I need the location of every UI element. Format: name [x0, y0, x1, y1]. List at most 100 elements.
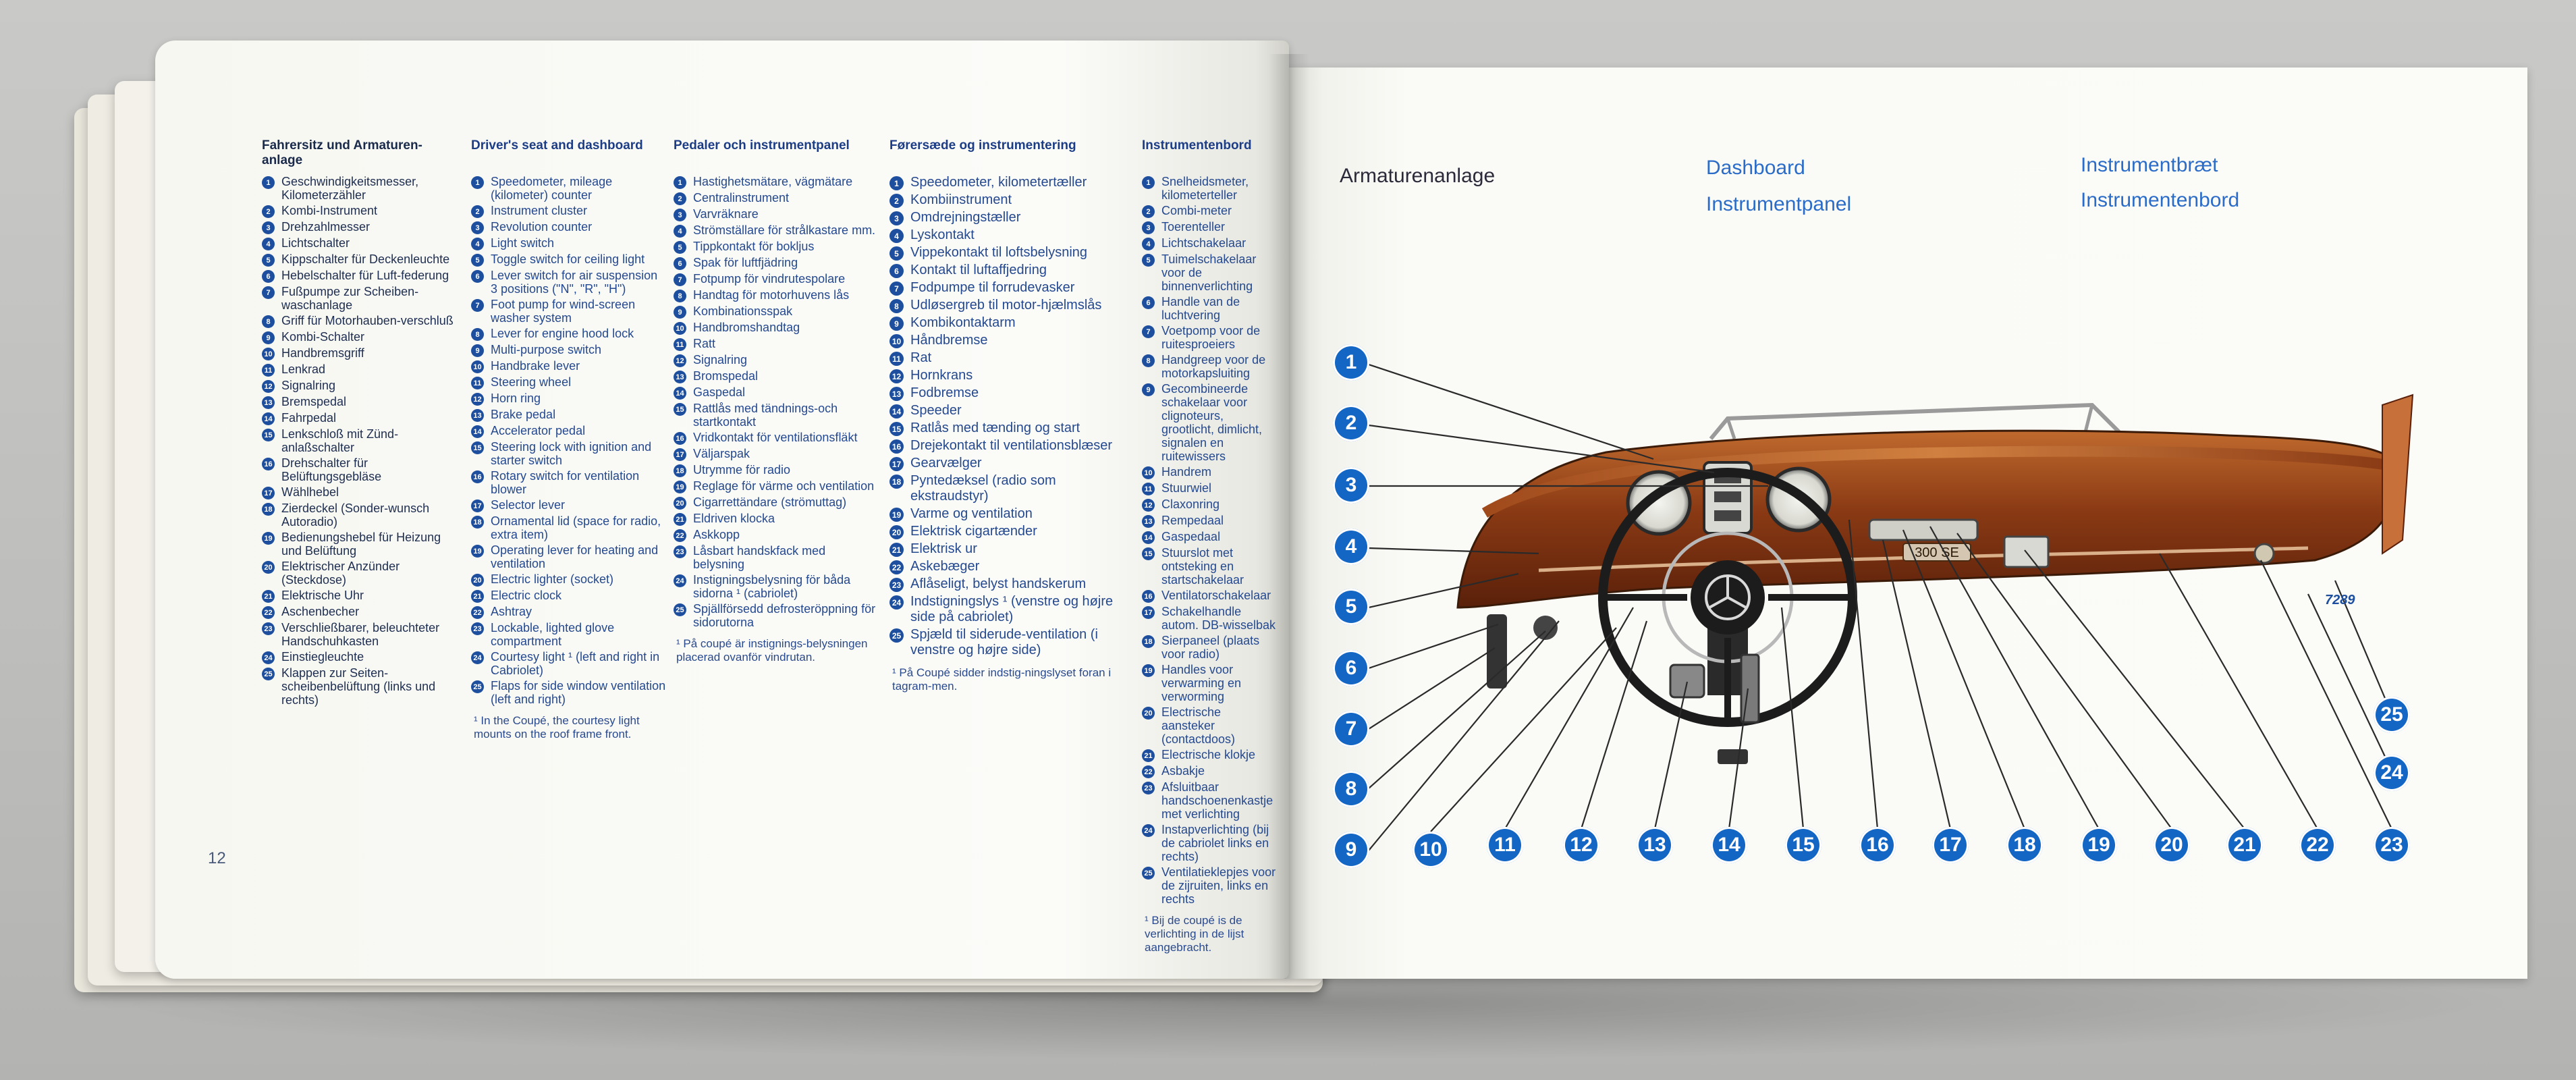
legend-text: Bremspedal [281, 395, 347, 408]
legend-number: 15 [674, 403, 686, 416]
legend-number: 17 [262, 487, 275, 500]
legend-number: 1 [471, 176, 484, 189]
legend-text: Tippkontakt för bokljus [693, 240, 815, 253]
legend-number: 6 [1142, 296, 1155, 309]
legend-number: 21 [674, 513, 686, 526]
legend-text: Hornkrans [910, 368, 973, 383]
legend-text: Revolution counter [491, 220, 593, 234]
callout-7: 7 [1333, 711, 1369, 747]
legend-text: Fodpumpe til forrudevasker [910, 280, 1075, 295]
legend-number: 2 [1142, 205, 1155, 218]
legend-text: Sierpaneel (plaats voor radio) [1161, 634, 1260, 661]
legend-number: 9 [1142, 383, 1155, 396]
legend-text: Flaps for side window ventilation (left … [491, 679, 666, 706]
legend-text: Toerenteller [1161, 220, 1226, 234]
legend-text: Utrymme för radio [693, 463, 791, 477]
legend-number: 1 [262, 176, 275, 189]
legend-number: 7 [889, 281, 904, 296]
legend-text: Tuimelschakelaar voor de binnenverlichti… [1161, 252, 1257, 293]
legend-text: Lever switch for air suspension 3 positi… [491, 269, 658, 296]
legend-text: Varvräknare [693, 207, 759, 221]
legend-text: Bedienungshebel für Heizung und Belüftun… [281, 531, 441, 558]
legend-text: Verschließbarer, beleuchteter Handschuhk… [281, 621, 440, 648]
legend-text: Handbromshandtag [693, 321, 800, 334]
legend-number: 14 [471, 425, 484, 438]
legend-text: Askebæger [910, 559, 980, 574]
legend-text: Lenkschloß mit Zünd-anlaßschalter [281, 427, 399, 454]
callout-1: 1 [1333, 344, 1369, 381]
column-heading: Instrumentenbord [1142, 138, 1252, 153]
legend-text: Schakelhandle autom. DB-wisselbak [1161, 605, 1276, 632]
legend-text: Handrem [1161, 465, 1212, 479]
legend-text: Zierdeckel (Sonder-wunsch Autoradio) [281, 502, 430, 529]
legend-text: Väljarspak [693, 447, 750, 460]
legend-number: 19 [674, 481, 686, 493]
legend-text: Steering lock with ignition and starter … [491, 440, 652, 467]
legend-text: Kontakt til luftaffjedring [910, 263, 1047, 277]
legend-text: Hebelschalter für Luft-federung [281, 269, 449, 282]
legend-text: Light switch [491, 236, 555, 250]
legend-number: 25 [674, 603, 686, 616]
legend-number: 11 [1142, 483, 1155, 495]
legend-number: 3 [262, 221, 275, 234]
legend-number: 16 [674, 432, 686, 445]
legend-number: 6 [674, 257, 686, 270]
legend-text: Udløsergreb til motor-hjælmslås [910, 298, 1102, 313]
legend-text: Steering wheel [491, 375, 572, 389]
legend-number: 23 [262, 622, 275, 635]
legend-text: Speedometer, kilometertæller [910, 175, 1087, 190]
legend-number: 23 [889, 578, 904, 592]
legend-text: Rattlås med tändnings-och startkontakt [693, 402, 838, 429]
legend-text: Kombiinstrument [910, 192, 1012, 207]
legend-number: 7 [674, 273, 686, 286]
legend-text: Electrische aansteker (contactdoos) [1161, 705, 1236, 746]
legend-number: 8 [262, 315, 275, 328]
legend-number: 25 [262, 668, 275, 680]
legend-text: Instrument cluster [491, 204, 588, 217]
legend-text: Foot pump for wind-screen washer system [491, 298, 636, 325]
legend-text: Lenkrad [281, 362, 326, 376]
legend-text: Rempedaal [1161, 514, 1224, 527]
legend-number: 3 [471, 221, 484, 234]
legend-text: Asbakje [1161, 764, 1205, 778]
callout-12: 12 [1563, 827, 1599, 863]
legend-text: Kippschalter für Deckenleuchte [281, 252, 450, 266]
legend-text: Griff für Motorhauben-verschluß [281, 314, 454, 327]
legend-number: 19 [889, 508, 904, 522]
